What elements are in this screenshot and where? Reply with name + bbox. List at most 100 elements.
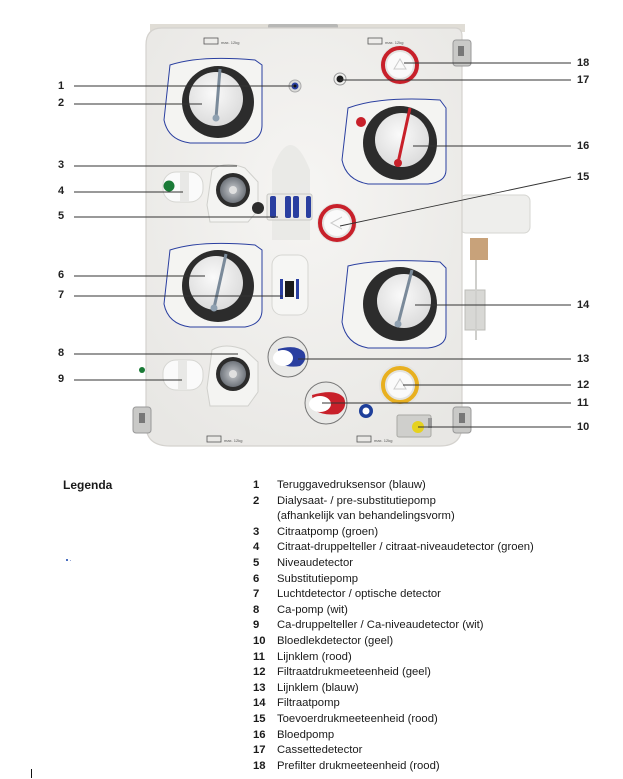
device-illustration: max. 12kg max. 12kg max. 12kg max. 12kg	[74, 24, 572, 447]
callout-lines-right	[298, 62, 572, 428]
legend-num: 12	[253, 666, 266, 679]
callout-5: 5	[58, 210, 65, 222]
callout-13: 13	[577, 353, 590, 365]
legend-num: 11	[253, 650, 265, 663]
filtrate-pump	[341, 260, 447, 349]
substitution-pump	[163, 242, 263, 328]
callout-11: 11	[577, 397, 589, 409]
legend-num: 8	[253, 603, 260, 616]
legend-num: 2	[253, 494, 260, 507]
legend-text: Teruggavedruksensor (blauw)	[277, 479, 426, 491]
legend-num	[253, 509, 277, 525]
legend-item: 3 Citraatpomp (groen)	[253, 525, 534, 541]
weight-label-bottom-right: max. 12kg	[356, 435, 392, 443]
svg-text:max. 12kg: max. 12kg	[224, 438, 242, 443]
citrate-pump	[206, 164, 264, 223]
scan-artifact	[66, 559, 71, 561]
callout-10: 10	[577, 421, 590, 433]
mounting-clip-bottom-left	[132, 406, 152, 434]
callout-16: 16	[577, 140, 590, 152]
legend-item: 8 Ca-pomp (wit)	[253, 603, 534, 619]
dialysate-pump	[163, 57, 263, 144]
callout-14: 14	[577, 299, 590, 311]
callout-1: 1	[58, 80, 65, 92]
legend-item: 11 Lijnklem (rood)	[253, 650, 534, 666]
level-detector	[266, 193, 313, 221]
air-detector	[271, 254, 309, 316]
legend-item: 9 Ca-druppelteller / Ca-niveaudetector (w…	[253, 618, 534, 634]
inlet-pressure-unit	[317, 203, 357, 243]
callout-18: 18	[577, 57, 590, 69]
legend-num: 13	[253, 681, 266, 694]
callout-4: 4	[58, 185, 65, 197]
legend-text: Dialysaat- / pre-substitutiepomp	[277, 494, 436, 507]
legend-text: Citraat-druppelteller / citraat-niveaude…	[277, 541, 534, 554]
legend-item: 2 Dialysaat- / pre-substitutiepomp	[253, 494, 534, 510]
legend-num: 17	[253, 744, 266, 757]
legend-text: Citraatpomp (groen)	[277, 525, 379, 538]
legend-text: (afhankelijk van behandelingsvorm)	[277, 510, 455, 523]
legend-list: 1 Teruggavedruksensor (blauw) 2 Dialysaat-…	[253, 478, 534, 774]
legend-text: Ca-druppelteller / Ca-niveaudetector (wi…	[277, 619, 484, 632]
legend-item: 13 Lijnklem (blauw)	[253, 681, 534, 697]
legend-item: 17 Cassettedetector	[253, 743, 534, 759]
legend-num: 18	[253, 759, 266, 772]
legend-text: Substitutiepomp	[277, 572, 359, 585]
legend-title: Legenda	[63, 478, 113, 492]
legend-text: Luchtdetector / optische detector	[277, 588, 441, 601]
callout-8: 8	[58, 347, 65, 359]
mounting-clip-bottom-right	[452, 406, 472, 434]
line-clamp-blue	[267, 336, 309, 378]
legend-item: 7 Luchtdetector / optische detector	[253, 587, 534, 603]
legend-text: Lijnklem (blauw)	[277, 681, 359, 694]
legend-num: 5	[253, 556, 260, 569]
ca-drop-counter	[139, 359, 204, 391]
legend-text: Prefilter drukmeeteenheid (rood)	[277, 759, 440, 772]
legend-text: Filtraatpomp	[277, 697, 340, 710]
legend-item: 18 Prefilter drukmeeteenheid (rood)	[253, 759, 534, 775]
side-attachments	[459, 194, 531, 340]
svg-text:max. 12kg: max. 12kg	[374, 438, 392, 443]
legend-num: 1	[253, 479, 260, 491]
legend-num: 3	[253, 525, 260, 538]
device-figure: max. 12kg max. 12kg max. 12kg max. 12kg	[58, 24, 590, 447]
callout-12: 12	[577, 379, 590, 391]
callout-17: 17	[577, 74, 590, 86]
ca-pump	[206, 345, 259, 407]
text-cursor-mark	[31, 769, 32, 778]
legend-item: (afhankelijk van behandelingsvorm)	[253, 509, 534, 525]
legend-item: 12 Filtraatdrukmeeteenheid (geel)	[253, 665, 534, 681]
weight-label-top-left: max. 12kg	[203, 37, 239, 45]
legend-text: Lijnklem (rood)	[277, 650, 352, 663]
legend-num: 14	[253, 697, 266, 710]
legend-num: 7	[253, 588, 260, 601]
callout-15: 15	[577, 171, 590, 183]
legend-text: Cassettedetector	[277, 744, 363, 757]
legend-text: Filtraatdrukmeeteenheid (geel)	[277, 666, 431, 679]
callout-9: 9	[58, 373, 65, 385]
legend-item: 14 Filtraatpomp	[253, 696, 534, 712]
prefilter-pressure-unit	[380, 45, 420, 85]
legend-text: Bloedlekdetector (geel)	[277, 634, 394, 647]
legend-num: 16	[253, 728, 266, 741]
weight-label-top-right: max. 12kg	[367, 37, 403, 45]
legend-num: 9	[253, 619, 260, 632]
return-pressure-sensor	[288, 79, 302, 93]
legend-text: Toevoerdrukmeeteenheid (rood)	[277, 712, 438, 725]
callout-3: 3	[58, 159, 65, 171]
legend-text: Ca-pomp (wit)	[277, 603, 348, 616]
mounting-clip-top-right	[452, 39, 472, 67]
blood-pump	[341, 98, 447, 185]
blood-leak-detector	[396, 414, 432, 438]
callout-lines-left	[74, 85, 294, 381]
cassette-detector	[333, 72, 347, 86]
filtrate-pressure-unit	[379, 364, 421, 406]
citrate-drop-counter	[162, 171, 204, 203]
callout-2: 2	[58, 97, 65, 109]
manual-sign-icon	[359, 404, 373, 418]
